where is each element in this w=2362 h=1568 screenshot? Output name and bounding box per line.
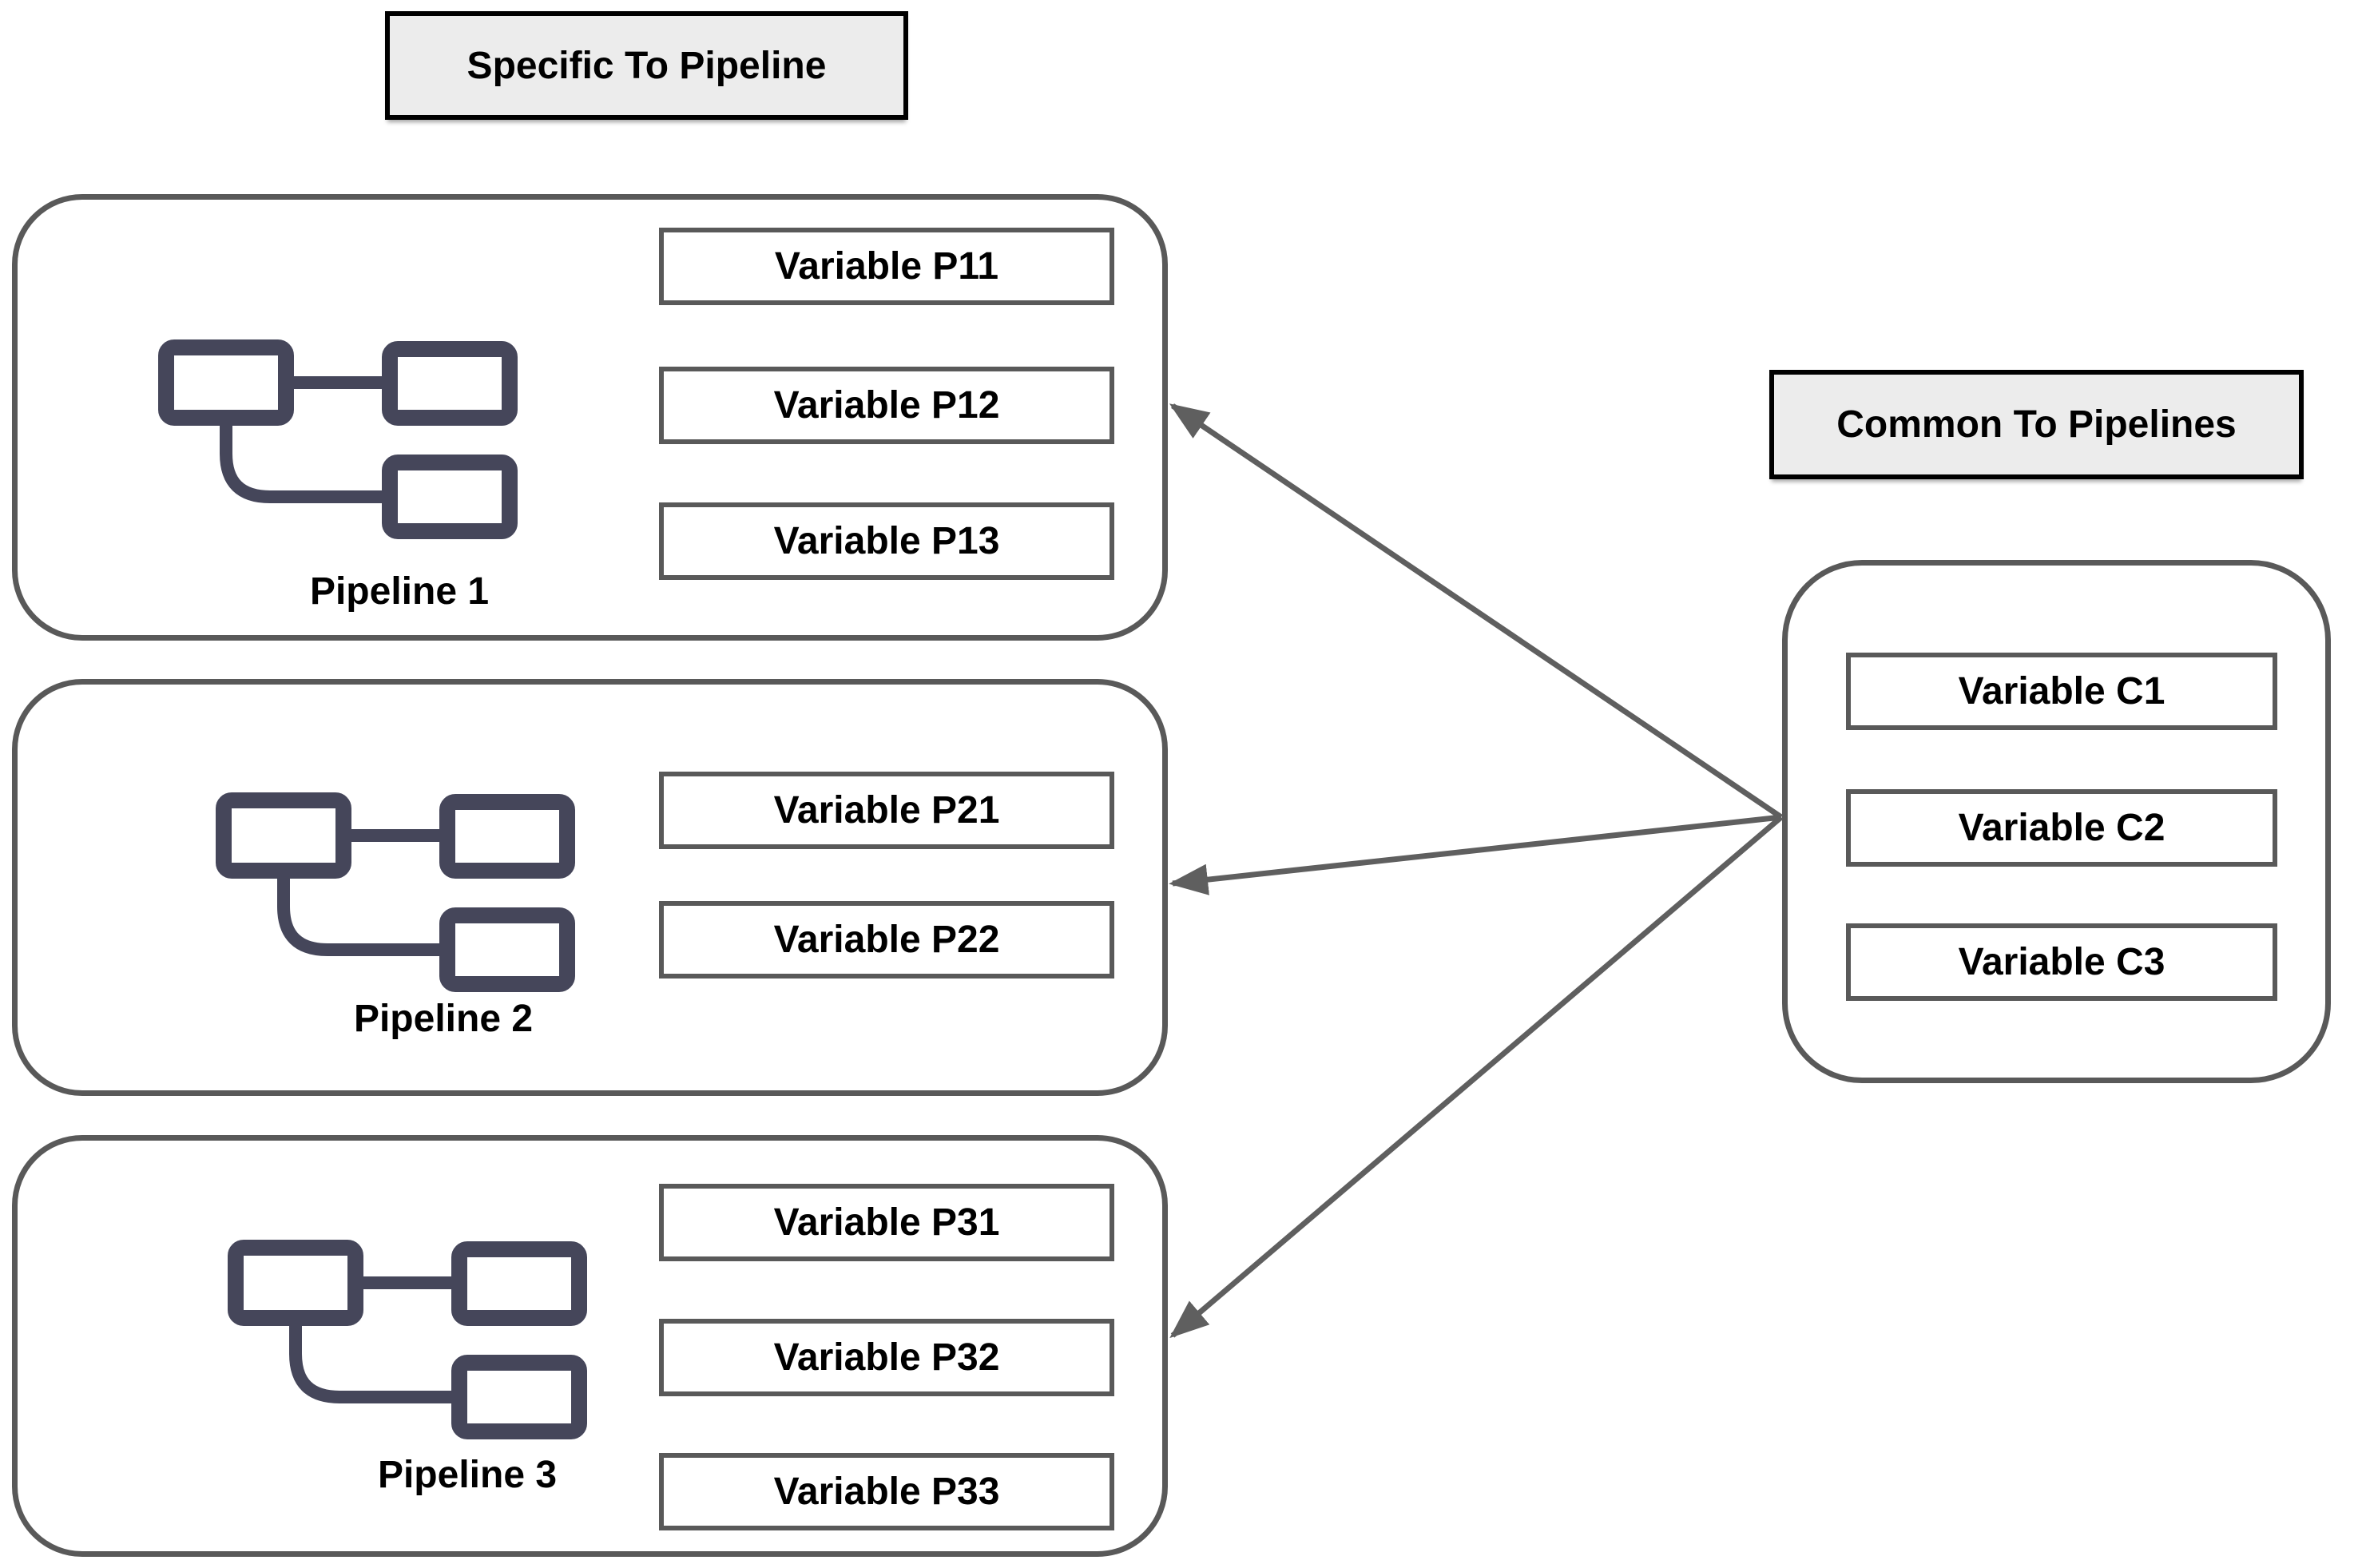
pipeline-3-box: Pipeline 3 Variable P31 Variable P32 Var… — [12, 1135, 1168, 1557]
common-group-title: Common To Pipelines — [1769, 370, 2304, 479]
workflow-icon — [216, 791, 575, 998]
variable-c3-text: Variable C3 — [1958, 941, 2165, 983]
pipeline-2-box: Pipeline 2 Variable P21 Variable P22 — [12, 679, 1168, 1096]
common-variables-box: Variable C1 Variable C2 Variable C3 — [1782, 560, 2331, 1083]
variable-box-p32: Variable P32 — [659, 1319, 1114, 1396]
variable-box-c2: Variable C2 — [1846, 789, 2277, 867]
variable-p21-text: Variable P21 — [773, 789, 1000, 832]
variable-p33-text: Variable P33 — [773, 1471, 1000, 1513]
variable-box-p13: Variable P13 — [659, 502, 1114, 580]
pipeline-1-box: Pipeline 1 Variable P11 Variable P12 Var… — [12, 194, 1168, 641]
variable-p31-text: Variable P31 — [773, 1201, 1000, 1244]
variable-box-c1: Variable C1 — [1846, 653, 2277, 730]
variable-c1-text: Variable C1 — [1958, 670, 2165, 713]
variable-p22-text: Variable P22 — [773, 919, 1000, 961]
variable-box-c3: Variable C3 — [1846, 923, 2277, 1001]
pipeline-2-label: Pipeline 2 — [353, 998, 534, 1040]
arrow-common-to-pipeline-1 — [1169, 403, 1783, 820]
variable-p11-text: Variable P11 — [774, 245, 999, 288]
specific-group-title: Specific To Pipeline — [385, 11, 908, 120]
common-group-title-text: Common To Pipelines — [1836, 403, 2237, 446]
variable-c2-text: Variable C2 — [1958, 807, 2165, 849]
workflow-icon — [158, 338, 518, 546]
variable-p12-text: Variable P12 — [773, 384, 1000, 427]
pipeline-1-label: Pipeline 1 — [309, 570, 490, 613]
variable-box-p11: Variable P11 — [659, 228, 1114, 305]
arrow-common-to-pipeline-2 — [1169, 814, 1782, 895]
specific-group-title-text: Specific To Pipeline — [466, 44, 827, 87]
variable-box-p21: Variable P21 — [659, 772, 1114, 849]
variable-box-p12: Variable P12 — [659, 367, 1114, 444]
variable-p13-text: Variable P13 — [773, 520, 1000, 562]
pipeline-3-label: Pipeline 3 — [377, 1454, 558, 1496]
variable-box-p31: Variable P31 — [659, 1184, 1114, 1261]
variable-p32-text: Variable P32 — [773, 1336, 1000, 1379]
variable-box-p33: Variable P33 — [659, 1453, 1114, 1530]
arrow-common-to-pipeline-3 — [1169, 815, 1784, 1339]
variable-box-p22: Variable P22 — [659, 901, 1114, 979]
workflow-icon — [228, 1238, 587, 1446]
